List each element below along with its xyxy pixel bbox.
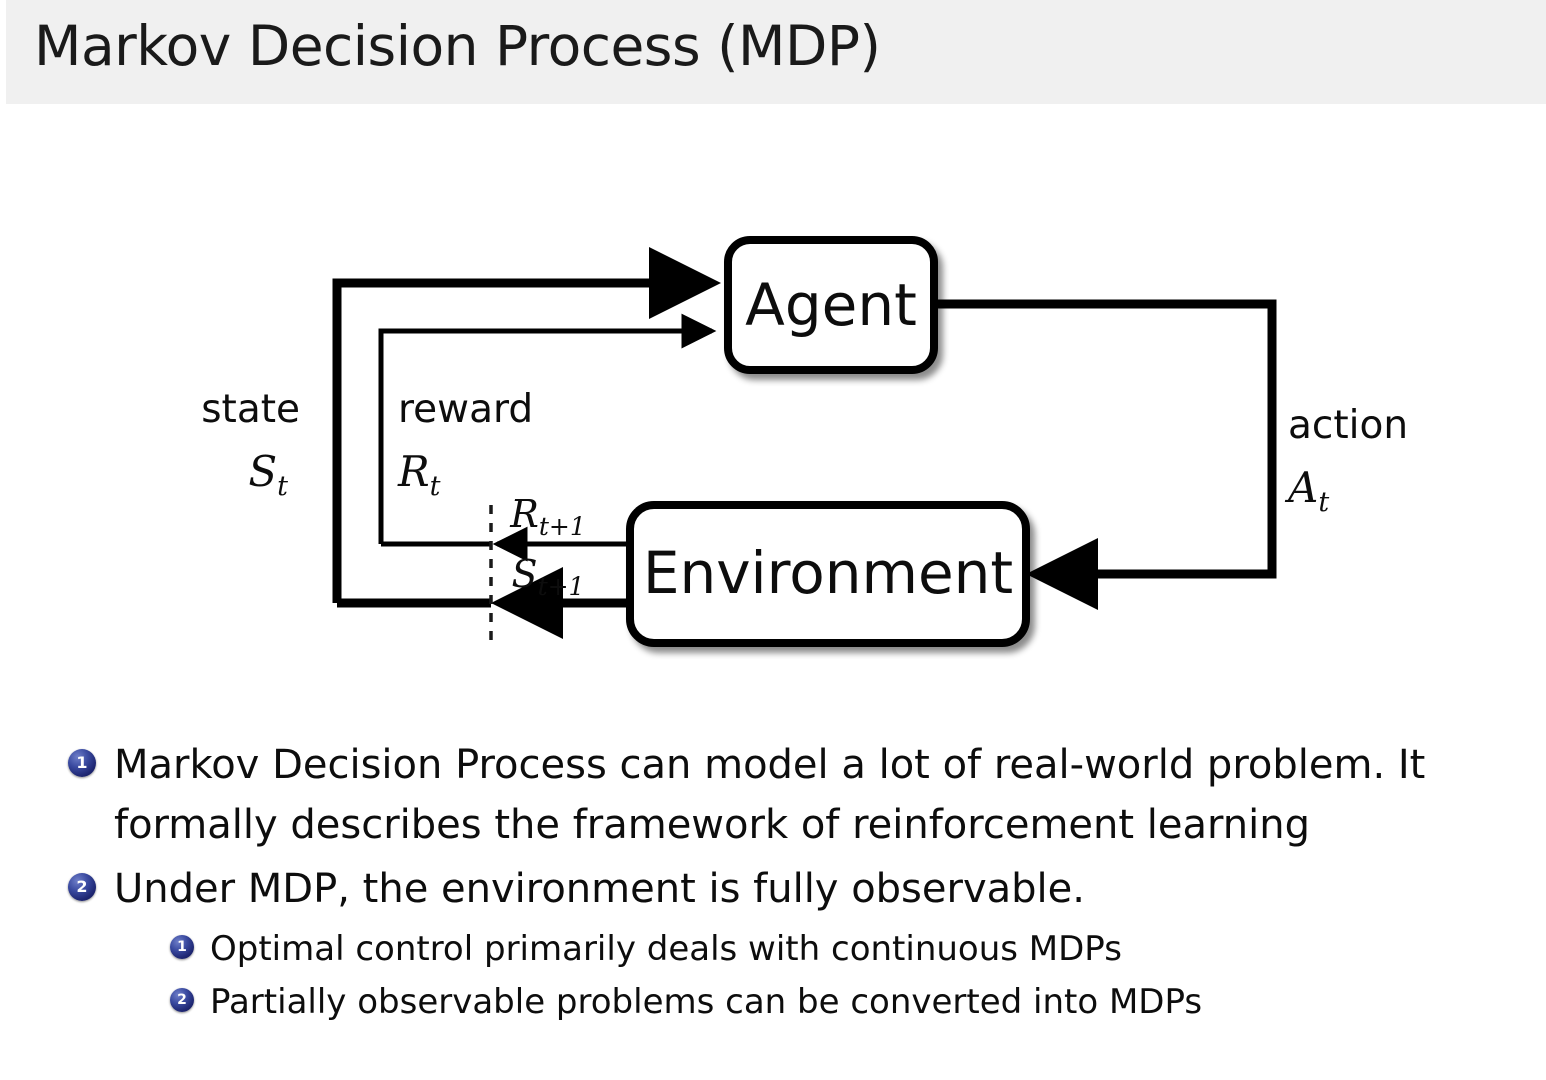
action-label: action bbox=[1288, 403, 1408, 448]
reward-label: reward bbox=[398, 387, 533, 432]
sub-list-item: 2 Partially observable problems can be c… bbox=[0, 976, 1546, 1029]
action-symbol: At bbox=[1284, 463, 1329, 518]
title-band: Markov Decision Process (MDP) bbox=[6, 0, 1546, 104]
bullet-text-2: Under MDP, the environment is fully obse… bbox=[114, 859, 1085, 919]
reward-next-symbol: Rt+1 bbox=[509, 492, 586, 541]
agent-box bbox=[724, 236, 938, 374]
environment-node: Environment bbox=[626, 501, 1030, 647]
bullet-line: Markov Decision Process can model a lot … bbox=[114, 742, 1426, 788]
bullet-text-1: Markov Decision Process can model a lot … bbox=[114, 735, 1425, 855]
state-next-symbol: St+1 bbox=[512, 552, 585, 601]
list-item: 2 Under MDP, the environment is fully ob… bbox=[0, 859, 1546, 919]
mdp-diagram: Agent Environment state St reward Rt act… bbox=[0, 104, 1546, 704]
sub-bullet-badge-2: 2 bbox=[170, 987, 194, 1012]
state-symbol: St bbox=[248, 447, 288, 502]
sub-bullet-badge-1: 1 bbox=[170, 935, 194, 959]
bullet-badge-2: 2 bbox=[68, 873, 96, 901]
state-label: state bbox=[201, 387, 300, 432]
sub-list-item: 1 Optimal control primarily deals with c… bbox=[0, 923, 1546, 976]
bullet-line: formally describes the framework of rein… bbox=[114, 802, 1310, 848]
environment-label: Environment bbox=[643, 539, 1013, 607]
page-title: Markov Decision Process (MDP) bbox=[34, 14, 881, 78]
action-line bbox=[932, 299, 1277, 610]
sub-bullet-text-2: Partially observable problems can be con… bbox=[210, 981, 1203, 1022]
agent-node: Agent bbox=[724, 236, 938, 374]
reward-symbol: Rt bbox=[397, 447, 441, 502]
bullet-badge-1: 1 bbox=[68, 749, 96, 777]
bullet-line: Under MDP, the environment is fully obse… bbox=[114, 866, 1085, 912]
bullet-list: 1 Markov Decision Process can model a lo… bbox=[0, 735, 1546, 1028]
reward-feedback-line bbox=[378, 313, 717, 544]
sub-bullet-text-1: Optimal control primarily deals with con… bbox=[210, 929, 1122, 969]
list-item: 1 Markov Decision Process can model a lo… bbox=[0, 735, 1546, 855]
agent-label: Agent bbox=[745, 271, 917, 339]
environment-box bbox=[626, 501, 1030, 647]
